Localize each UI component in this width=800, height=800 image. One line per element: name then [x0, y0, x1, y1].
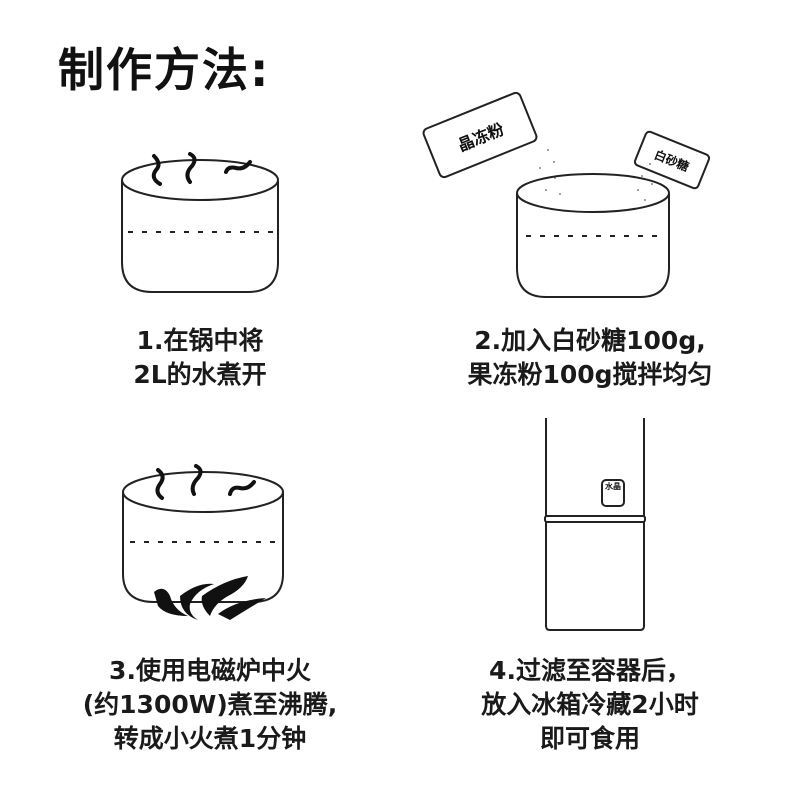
- step-2-line-1: 2.加入白砂糖100g,: [474, 326, 706, 355]
- page-title: 制作方法:: [58, 43, 271, 97]
- step-4-caption: 4.过滤至容器后， 放入冰箱冷藏2小时 即可食用: [440, 654, 740, 756]
- refrigerator-icon: [544, 418, 646, 631]
- step-1-caption: 1.在锅中将 2L的水煮开: [100, 324, 300, 392]
- step-4-line-2: 放入冰箱冷藏2小时: [481, 690, 699, 719]
- step-3-line-1: 3.使用电磁炉中火: [109, 656, 311, 685]
- pot-on-fire-icon: [122, 464, 284, 620]
- step-3-line-2: (约1300W)煮至沸腾,: [82, 690, 338, 719]
- step-1-illustration: [118, 150, 282, 300]
- step-3-caption: 3.使用电磁炉中火 (约1300W)煮至沸腾, 转成小火煮1分钟: [60, 654, 360, 756]
- pot-with-ingredients-icon: 晶冻粉 白砂糖: [422, 91, 711, 298]
- step-2-caption: 2.加入白砂糖100g, 果冻粉100g搅拌均匀: [410, 324, 770, 392]
- step-4-line-3: 即可食用: [539, 724, 640, 753]
- fridge-badge-label: 水晶: [605, 482, 621, 491]
- step-2-illustration: 晶冻粉 白砂糖: [420, 90, 720, 300]
- step-2-line-2: 果冻粉100g搅拌均匀: [467, 360, 713, 389]
- step-3-illustration: [118, 464, 288, 624]
- boiling-pot-icon: [121, 152, 279, 293]
- step-1-line-2: 2L的水煮开: [133, 360, 267, 389]
- step-4-illustration: 水晶: [540, 418, 650, 638]
- step-3-line-3: 转成小火煮1分钟: [113, 724, 307, 753]
- step-1-line-1: 1.在锅中将: [136, 326, 264, 355]
- step-4-line-1: 4.过滤至容器后，: [489, 656, 691, 685]
